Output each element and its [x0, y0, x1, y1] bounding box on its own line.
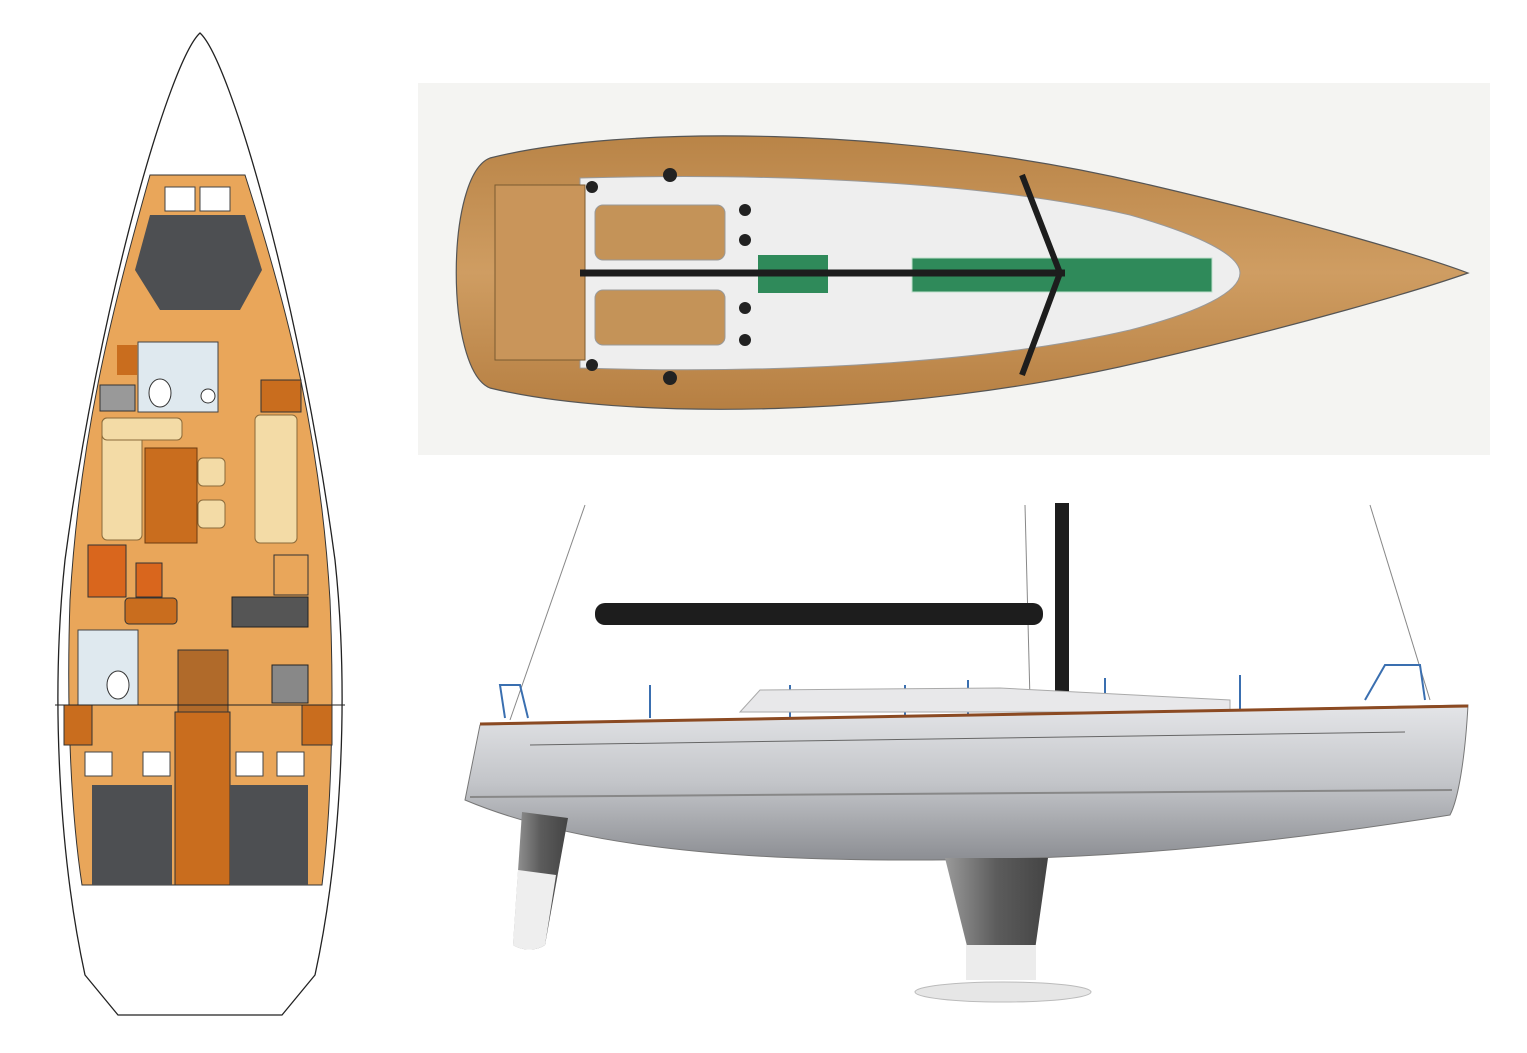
deck-layout	[418, 83, 1490, 455]
stool	[197, 499, 226, 529]
saloon-table	[144, 447, 198, 544]
nav-seat	[135, 562, 163, 598]
galley-counter	[273, 554, 309, 596]
toilet-icon	[106, 670, 130, 700]
cockpit	[494, 184, 586, 361]
pillow	[276, 751, 305, 777]
hanging-locker	[260, 379, 302, 413]
chart-table	[124, 597, 178, 625]
boot-stripe	[469, 789, 1453, 798]
shower-drain-icon	[200, 388, 216, 404]
sheer-stripe	[529, 731, 1406, 746]
pillow	[142, 751, 171, 777]
pillow	[235, 751, 264, 777]
hull-profile	[464, 704, 1469, 861]
aft-berth-starboard	[230, 785, 308, 885]
galley-stove	[271, 664, 309, 704]
cabinet	[117, 345, 137, 375]
pillow	[84, 751, 113, 777]
keel-fin	[945, 858, 1048, 950]
saloon-settee-starboard	[254, 414, 298, 544]
winches	[586, 168, 751, 385]
interior-layout	[55, 32, 345, 1016]
keel-lower	[966, 945, 1036, 980]
backstay	[509, 504, 586, 721]
nav-station	[87, 544, 127, 598]
deck-edge	[479, 704, 1469, 726]
coachroof-profile	[738, 687, 1231, 713]
forward-berth	[135, 215, 262, 310]
cockpit-seat	[594, 289, 726, 346]
hanging-locker	[63, 704, 93, 746]
pillow	[199, 186, 231, 212]
rudder-tip	[513, 870, 556, 950]
companionway-steps	[177, 649, 229, 713]
spreaders	[1019, 173, 1064, 377]
side-profile	[464, 503, 1469, 1003]
pillow	[164, 186, 196, 212]
saloon-settee-forward	[101, 417, 183, 441]
aft-berth-port	[92, 785, 172, 885]
boom	[595, 603, 1043, 625]
keel-bulb	[914, 981, 1092, 1003]
stool	[197, 457, 226, 487]
aft-head	[77, 629, 139, 706]
companionway-floor	[174, 711, 231, 886]
sink	[99, 384, 136, 412]
galley-sink	[231, 596, 309, 628]
shroud	[1024, 504, 1031, 701]
mast	[1055, 503, 1069, 698]
hanging-locker	[301, 704, 333, 746]
toilet-icon	[148, 378, 172, 408]
cockpit-seat	[594, 204, 726, 261]
